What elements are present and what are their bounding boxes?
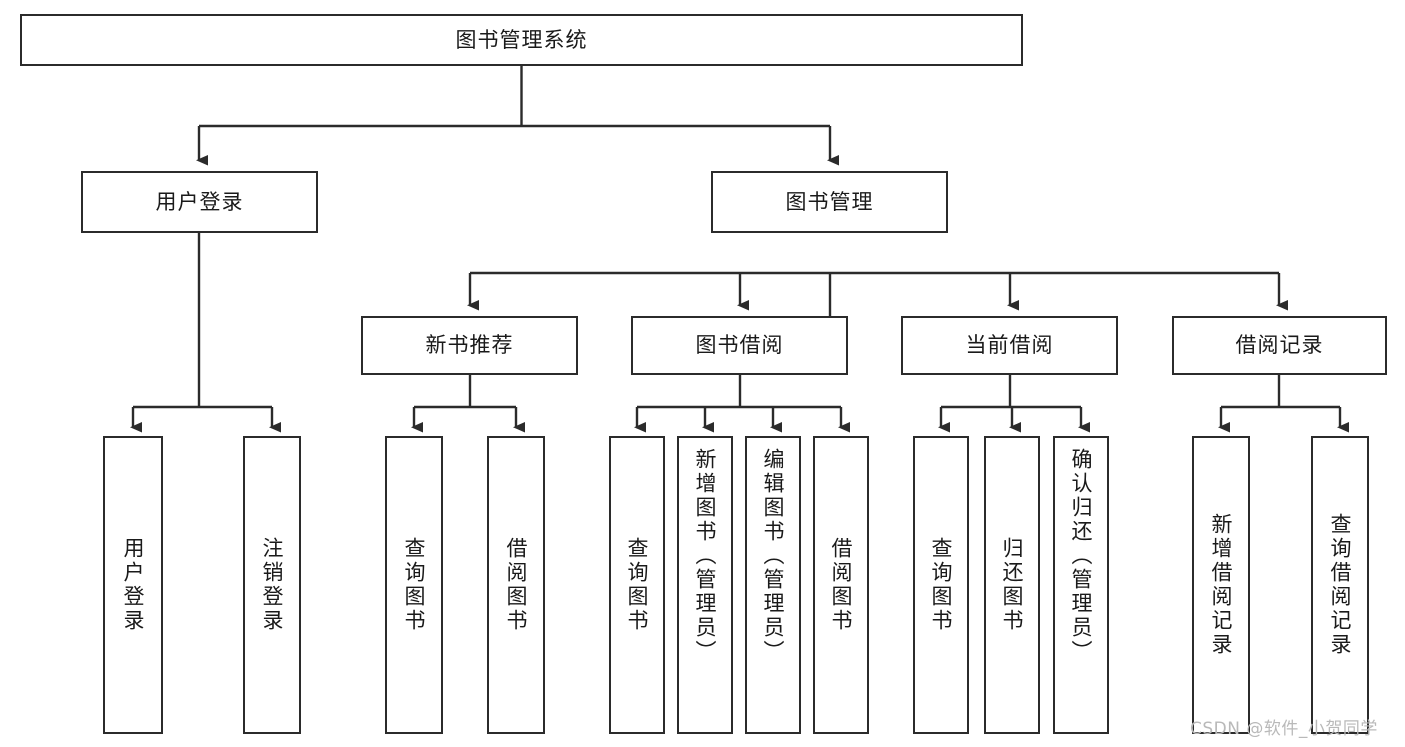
node-leaf-query-book-borrow[interactable]: 查询图书 (609, 436, 665, 734)
node-leaf-user-logout[interactable]: 注销登录 (243, 436, 301, 734)
node-label: 归还图书 (1000, 537, 1025, 633)
node-label: 编辑图书（管理员） (761, 448, 786, 664)
node-new-book-recommend[interactable]: 新书推荐 (361, 316, 578, 375)
node-leaf-borrow-book[interactable]: 借阅图书 (813, 436, 869, 734)
node-label: 图书管理 (785, 189, 874, 214)
node-label: 查询图书 (402, 537, 427, 633)
node-label: 借阅图书 (829, 537, 854, 633)
node-book-borrow[interactable]: 图书借阅 (631, 316, 848, 375)
node-label: 注销登录 (260, 537, 285, 633)
node-leaf-query-borrow-record[interactable]: 查询借阅记录 (1311, 436, 1369, 734)
node-label: 图书借阅 (695, 333, 784, 358)
node-root-system[interactable]: 图书管理系统 (20, 14, 1023, 66)
node-leaf-add-book-admin[interactable]: 新增图书（管理员） (677, 436, 733, 734)
node-leaf-edit-book-admin[interactable]: 编辑图书（管理员） (745, 436, 801, 734)
node-leaf-confirm-return-admin[interactable]: 确认归还（管理员） (1053, 436, 1109, 734)
node-label: 借阅记录 (1235, 333, 1324, 358)
node-label: 查询图书 (625, 537, 650, 633)
node-leaf-return-book[interactable]: 归还图书 (984, 436, 1040, 734)
node-label: 用户登录 (155, 189, 244, 214)
node-label: 用户登录 (121, 537, 146, 633)
node-leaf-query-book-recommend[interactable]: 查询图书 (385, 436, 443, 734)
node-label: 借阅图书 (504, 537, 529, 633)
node-label: 新增图书（管理员） (693, 448, 718, 664)
node-label: 当前借阅 (965, 333, 1054, 358)
node-leaf-user-login[interactable]: 用户登录 (103, 436, 163, 734)
node-label: 图书管理系统 (455, 27, 588, 52)
node-user-login[interactable]: 用户登录 (81, 171, 318, 233)
node-leaf-query-book-current[interactable]: 查询图书 (913, 436, 969, 734)
node-label: 查询借阅记录 (1328, 513, 1353, 657)
node-label: 确认归还（管理员） (1069, 448, 1094, 664)
node-book-management[interactable]: 图书管理 (711, 171, 948, 233)
node-borrow-record[interactable]: 借阅记录 (1172, 316, 1387, 375)
node-current-borrow[interactable]: 当前借阅 (901, 316, 1118, 375)
node-leaf-add-borrow-record[interactable]: 新增借阅记录 (1192, 436, 1250, 734)
node-label: 查询图书 (929, 537, 954, 633)
csdn-watermark: CSDN @软件_小贺同学 (1190, 719, 1378, 739)
node-label: 新增借阅记录 (1209, 513, 1234, 657)
node-label: 新书推荐 (425, 333, 514, 358)
node-leaf-borrow-book-recommend[interactable]: 借阅图书 (487, 436, 545, 734)
